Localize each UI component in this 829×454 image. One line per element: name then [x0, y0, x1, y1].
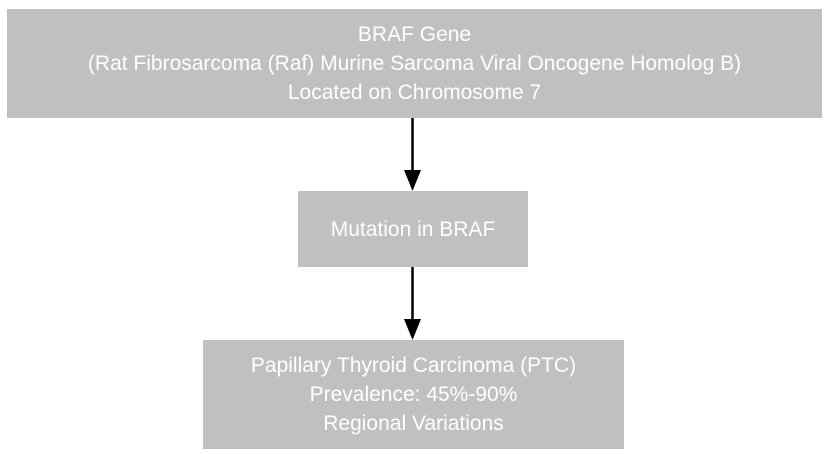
edge-gene-to-mutation [404, 118, 421, 191]
arrowhead-icon [404, 170, 421, 191]
ptc-title: Papillary Thyroid Carcinoma (PTC) [250, 354, 577, 377]
braf-gene-node: BRAF Gene (Rat Fibrosarcoma (Raf) Murine… [7, 9, 822, 118]
braf-mutation-label: Mutation in BRAF [330, 217, 496, 241]
braf-gene-title: BRAF Gene [357, 23, 472, 46]
arrowhead-icon [404, 319, 421, 340]
edge-mutation-to-ptc [404, 267, 421, 340]
braf-gene-full-name: (Rat Fibrosarcoma (Raf) Murine Sarcoma V… [87, 52, 742, 75]
braf-mutation-node: Mutation in BRAF [298, 191, 528, 267]
ptc-node: Papillary Thyroid Carcinoma (PTC) Preval… [203, 340, 624, 449]
braf-gene-location: Located on Chromosome 7 [287, 81, 542, 104]
ptc-prevalence: Prevalence: 45%-90% [309, 383, 518, 406]
ptc-regional-variations: Regional Variations [323, 412, 504, 435]
